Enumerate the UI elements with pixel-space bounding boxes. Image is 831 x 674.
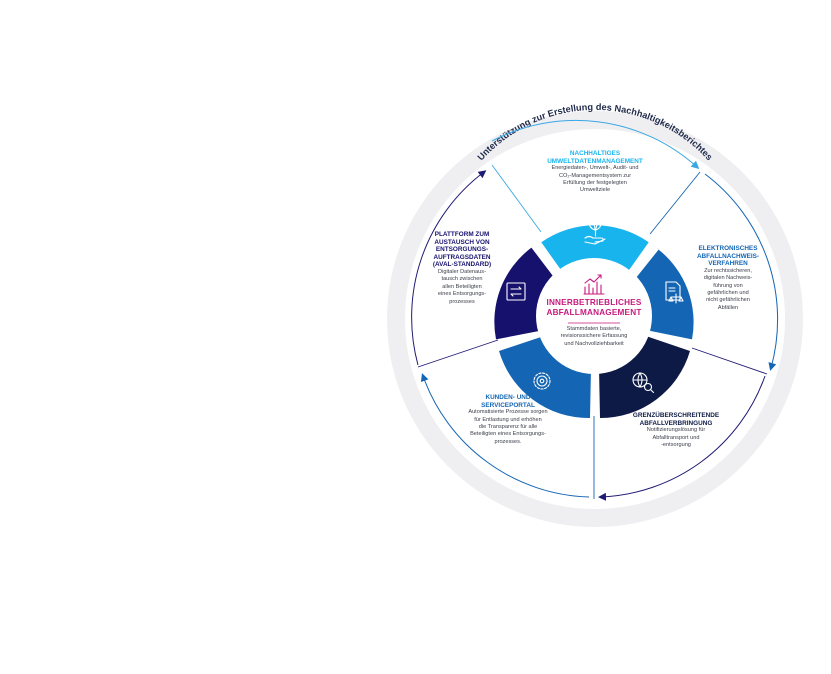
section-left-desc-3: allen Beteiligten	[442, 283, 482, 290]
section-right-title-1: ELEKTRONISCHES	[698, 245, 758, 252]
section-right-desc-2: digitalen Nachweis-	[703, 275, 753, 282]
section-top-text: NACHHALTIGES UMWELTDATENMANAGEMENT Energ…	[530, 150, 660, 195]
section-bottom-left-desc-1: Automatisierte Prozesse sorgen	[468, 409, 548, 416]
section-bottom-right-title-2: ABFALLVERBRINGUNG	[639, 419, 713, 427]
section-bottom-left-title-1: KUNDEN- UND	[485, 394, 531, 401]
section-left-title-4: AUFTRAGSDATEN	[433, 253, 491, 261]
section-left-desc-2: tausch zwischen	[441, 276, 483, 283]
section-bottom-right-text: GRENZÜBERSCHREITENDE ABFALLVERBRINGUNG N…	[618, 412, 734, 449]
center-desc-line-1: Stammdaten basierte,	[566, 326, 622, 332]
center-block: INNERBETRIEBLICHES ABFALLMANAGEMENT	[534, 298, 654, 317]
section-left-title-3: ENTSORGUNGS-	[435, 246, 489, 254]
center-title-line-1: INNERBETRIEBLICHES	[546, 298, 642, 307]
exchange-arrows-icon	[506, 282, 526, 301]
section-bottom-left-text: KUNDEN- UND SERVICEPORTAL Automatisierte…	[457, 394, 559, 446]
section-bottom-left-title-2: SERVICEPORTAL	[481, 401, 535, 409]
section-right-text: ELEKTRONISCHES ABFALLNACHWEIS- VERFAHREN…	[693, 245, 763, 312]
divider-top-left	[491, 164, 542, 233]
section-bottom-right-title-1: GRENZÜBERSCHREITENDE	[632, 412, 720, 419]
document-scales-icon	[665, 281, 684, 304]
segment-right	[629, 249, 694, 340]
section-left-text: PLATTFORM ZUM AUSTAUSCH VON ENTSORGUNGS-…	[426, 231, 498, 306]
section-bottom-left-desc-4: Beteiligten eines Entsorgungs-	[470, 431, 546, 438]
section-top-desc-2: CO₂-Managementsystem zur	[558, 172, 632, 179]
arrow-left-to-top	[411, 170, 487, 366]
segment-left	[494, 247, 561, 340]
section-left-desc-1: Digitaler Datenaus-	[438, 268, 486, 275]
section-right-desc-1: Zur rechtssicheren,	[704, 267, 752, 274]
section-right-title-3: VERFAHREN	[708, 260, 748, 268]
section-bottom-left-desc-3: die Transparenz für alle	[478, 424, 538, 430]
section-bottom-left-desc-2: für Entlastung und erhöhen	[474, 416, 542, 423]
section-left-title-5: (AVAL-STANDARD)	[432, 261, 492, 269]
center-description: Stammdaten basierte, revisionssichere Er…	[534, 326, 654, 348]
section-left-desc-4: eines Entsorgungs-	[437, 291, 487, 298]
section-top-title-1: NACHHALTIGES	[569, 150, 621, 157]
gear-network-icon	[533, 372, 551, 390]
bar-chart-trend-icon	[583, 274, 605, 295]
section-top-title-2: UMWELTDATENMANAGEMENT	[547, 157, 643, 165]
divider-left-bottom	[417, 339, 499, 368]
segment-bottom-right	[599, 335, 690, 419]
section-bottom-right-desc-2: Abfalltransport und	[652, 434, 700, 441]
outer-ring	[387, 111, 803, 527]
arrow-bottomright-to-bottom	[598, 375, 766, 501]
section-right-desc-5: nicht gefährlichen	[706, 297, 750, 304]
center-desc-line-2: revisionssichere Erfassung	[560, 333, 628, 340]
section-left-title-2: AUSTAUSCH VON	[434, 238, 490, 246]
section-right-desc-3: führung von	[713, 282, 743, 289]
divider-top-right	[649, 171, 701, 235]
hand-plant-icon	[584, 221, 606, 245]
section-left-desc-5: prozesses	[449, 298, 475, 305]
section-right-desc-4: gefährlichen und	[707, 290, 749, 296]
globe-search-icon	[632, 372, 655, 394]
center-circle	[536, 258, 652, 374]
section-right-title-2: ABFALLNACHWEIS-	[696, 252, 760, 260]
section-bottom-left-desc-5: prozesses.	[494, 438, 522, 445]
divider-right-bottom	[691, 347, 768, 375]
arrow-top-to-right	[491, 119, 700, 170]
center-title-line-2: ABFALLMANAGEMENT	[546, 307, 642, 317]
section-bottom-right-desc-1: Notifizierungslösung für	[646, 427, 706, 434]
arrow-right-to-bottom	[704, 173, 779, 371]
center-desc-line-3: und Nachvollziehbarkeit	[564, 340, 624, 347]
section-top-desc-1: Energiedaten-, Umwelt-, Audit- und	[551, 165, 639, 172]
section-top-desc-4: Umweltziele	[579, 187, 611, 194]
section-left-title-1: PLATTFORM ZUM	[434, 231, 490, 238]
section-right-desc-6: Abfällen	[717, 304, 739, 311]
arrow-bottom-to-left	[420, 373, 590, 498]
section-top-desc-3: Erfüllung der festgelegten	[563, 180, 627, 186]
section-bottom-right-desc-3: -entsorgung	[661, 442, 691, 448]
